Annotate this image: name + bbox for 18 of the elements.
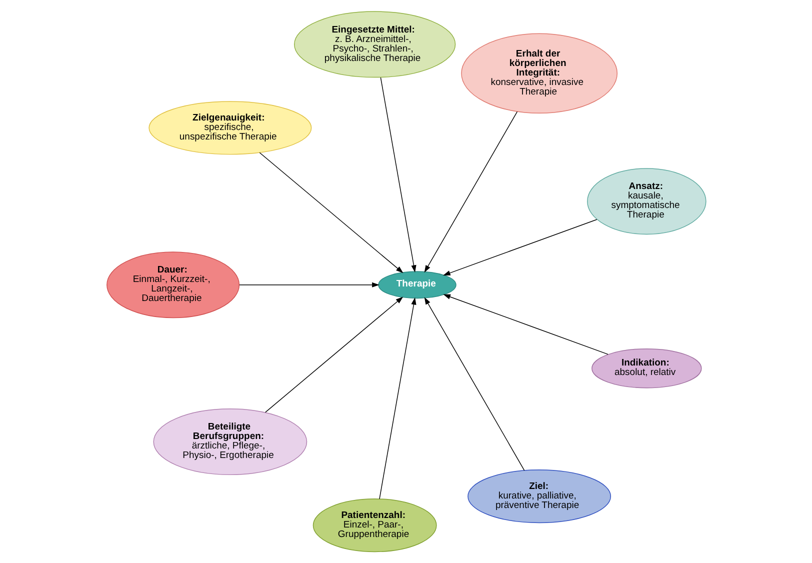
arrow: [424, 111, 518, 273]
node-ellipse: Dauer: Einmal-, Kurzzeit-, Langzeit-, Dauertherapie: [106, 252, 240, 318]
arrow: [442, 294, 608, 355]
arrow: [258, 152, 403, 274]
node-ellipse: Beteiligte Berufsgruppen: ärztliche, Pflege-, Physio-, Ergotherapie: [152, 408, 307, 476]
node-ellipse: Eingesetzte Mittel: z. B. Arzneimittel-, Psycho-, Strahlen-, physikalische Therapie: [294, 11, 456, 78]
arrow: [424, 297, 524, 471]
node-ellipse: Ziel: kurative, palliative, präventive Therapie: [467, 470, 611, 524]
arrow: [238, 282, 379, 288]
arrow: [442, 219, 597, 276]
node-ellipse: Patientenzahl: Einzel-, Paar-, Gruppentherapie: [312, 498, 436, 552]
node-ellipse: Ansatz: kausale, symptomatische Therapie: [586, 168, 706, 235]
arrow: [378, 297, 416, 500]
node-ellipse: Indikation: absolut, relativ: [591, 348, 702, 388]
arrow: [380, 77, 416, 272]
node-ellipse: Erhalt der körperlichen Integrität: konservative, invasive Therapie: [460, 33, 618, 114]
node-ellipse: Zielgenauigkeit: spezifische, unspezifische Therapie: [148, 101, 312, 155]
arrow: [264, 296, 403, 413]
